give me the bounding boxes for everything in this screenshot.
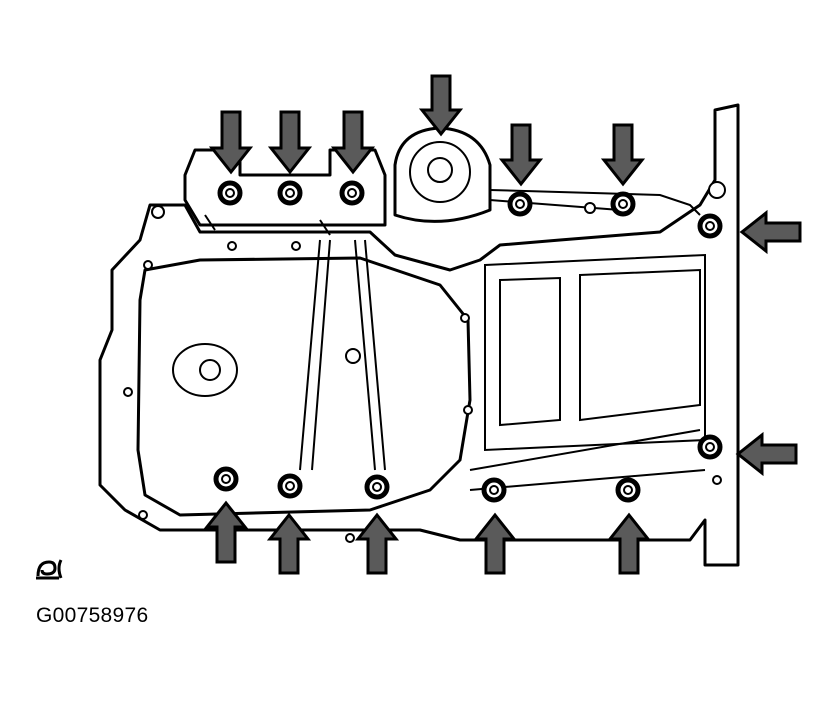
arrow-down-2	[267, 110, 313, 175]
pulley-outer	[409, 141, 471, 203]
arrow-up-4	[472, 512, 518, 575]
arrow-down-1	[208, 110, 254, 175]
pulley-inner	[427, 157, 453, 183]
drain-boss	[172, 343, 238, 397]
rib-left	[299, 239, 331, 471]
arrow-up-2	[266, 512, 312, 575]
center-boss-hole	[345, 348, 361, 364]
bolt-top-1	[217, 180, 243, 206]
right-housing-recess-1	[499, 276, 561, 427]
arrow-down-5	[600, 123, 646, 187]
bolt-top-4	[507, 191, 533, 217]
arrow-up-3	[354, 512, 400, 575]
bolt-right-2	[697, 434, 723, 460]
bolt-bottom-1	[213, 466, 239, 492]
bolt-top-5	[610, 191, 636, 217]
arrow-down-center	[418, 74, 464, 137]
bolt-bottom-3	[364, 474, 390, 500]
top-bracket	[183, 148, 387, 227]
arrow-up-5	[606, 512, 652, 575]
bolts	[213, 180, 723, 503]
arrow-up-1	[203, 500, 249, 564]
rib-right	[354, 239, 386, 471]
arrow-down-4	[498, 123, 544, 187]
bracket-tabs	[204, 214, 331, 236]
sump-inner-wall	[136, 256, 472, 517]
arrow-left-2	[735, 431, 798, 477]
arrow-down-3	[330, 110, 376, 175]
bolt-top-2	[277, 180, 303, 206]
arrows	[203, 74, 802, 575]
figure-id-label: G00758976	[36, 604, 149, 627]
bolt-top-3	[339, 180, 365, 206]
oil-pan-outer-flange	[98, 103, 740, 567]
center-pulley-housing	[393, 126, 492, 223]
bolt-bottom-4	[481, 477, 507, 503]
drain-plug-hole	[199, 359, 221, 381]
bolt-bottom-2	[277, 473, 303, 499]
bolt-right-1	[697, 213, 723, 239]
publisher-logo-icon	[36, 559, 63, 580]
right-housing-recess-2	[579, 268, 701, 422]
lower-diagonal-rib	[469, 429, 706, 491]
bolt-bottom-5	[615, 477, 641, 503]
flange-holes	[123, 181, 726, 543]
arrow-left-1	[739, 209, 802, 255]
right-housing-panel	[484, 253, 706, 452]
